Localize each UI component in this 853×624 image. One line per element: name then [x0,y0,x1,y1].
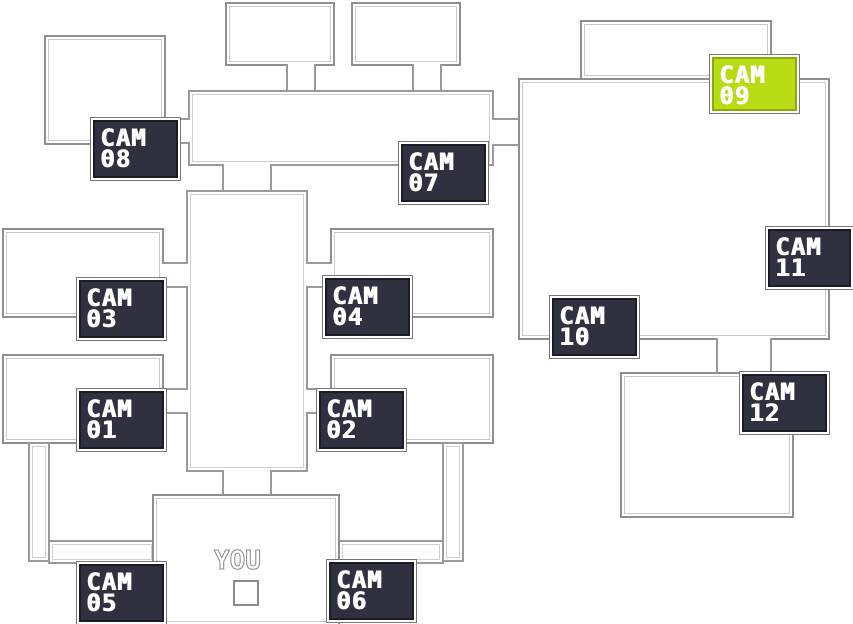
doorway [492,118,520,146]
cam-label: CAM [749,378,796,406]
west-vent [28,442,50,562]
cam-12-button[interactable]: CAM 12 [742,374,827,432]
cam-label: CAM [336,566,383,594]
cam-label: CAM [559,302,606,330]
doorway [412,64,442,92]
doorway [162,262,188,288]
cam-number: 11 [775,254,806,282]
cam-label: CAM [86,284,133,312]
cam-number: 02 [326,416,357,444]
cam-label: CAM [86,568,133,596]
doorway [716,338,772,376]
central-corridor [186,190,308,472]
player-marker-icon [233,580,259,606]
cam-label: CAM [408,148,455,176]
cam-09-button[interactable]: CAM 09 [712,57,797,111]
cam-04-button[interactable]: CAM 04 [325,278,410,336]
cam-label: CAM [775,233,822,261]
cam-01-button[interactable]: CAM 01 [79,391,164,449]
cam-number: 08 [100,145,131,173]
cam-06-button[interactable]: CAM 06 [329,562,414,620]
room-cam-10-main [518,78,830,340]
east-vent-connector [338,540,444,564]
doorway [286,64,316,92]
cam-08-button[interactable]: CAM 08 [93,120,178,178]
cam-number: 07 [408,169,439,197]
cam-05-button[interactable]: CAM 05 [79,564,164,622]
doorway [222,164,272,192]
doorway [222,470,272,496]
doorway [162,388,188,414]
cam-number: 06 [336,587,367,615]
cam-11-button[interactable]: CAM 11 [768,229,851,287]
cam-number: 10 [559,323,590,351]
room-top-right-small [351,2,461,66]
cam-10-button[interactable]: CAM 10 [552,298,637,356]
cam-label: CAM [332,282,379,310]
cam-label: CAM [326,395,373,423]
west-vent-connector [48,540,156,564]
you-label: YOU [214,546,262,577]
room-top-left-small [225,2,335,66]
east-vent [442,442,464,562]
cam-02-button[interactable]: CAM 02 [319,391,404,449]
cam-number: 12 [749,399,780,427]
cam-number: 05 [86,589,117,617]
cam-number: 01 [86,416,117,444]
cam-number: 03 [86,305,117,333]
cam-number: 04 [332,303,363,331]
cam-label: CAM [86,395,133,423]
cam-03-button[interactable]: CAM 03 [79,280,164,338]
cam-label: CAM [100,124,147,152]
cam-07-button[interactable]: CAM 07 [401,144,486,202]
cam-number: 09 [719,82,750,110]
cam-label: CAM [719,61,766,89]
